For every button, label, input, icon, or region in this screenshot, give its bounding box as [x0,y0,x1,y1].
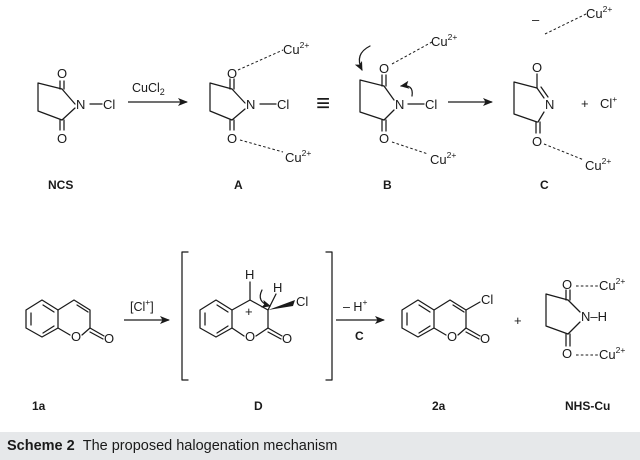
reagent-cl-plus: [Cl+] [130,297,154,314]
atom-o: O [71,329,81,344]
product-2a-structure: Cl O O [401,292,493,346]
atom-o: O [532,60,542,75]
reaction-scheme: O O N Cl NCS CuCl2 O O N Cl Cu2+ Cu2+ A … [25,4,625,413]
compound-b-structure: O O N Cl Cu2+ Cu2+ [354,32,457,167]
copper-ion: Cu2+ [430,150,456,167]
label-a: A [234,178,243,192]
nhs-cu-structure: O O N–H Cu2+ Cu2+ [545,276,625,362]
atom-n: N [395,97,404,112]
plus-sign: + [514,313,522,328]
atom-o: O [104,331,114,346]
atom-o: O [57,131,67,146]
label-ncs: NCS [48,178,73,192]
atom-cl: Cl [481,292,493,307]
atom-cl: Cl [103,97,115,112]
bracket-left [181,251,189,381]
carbocation-charge: + [245,304,253,319]
atom-o: O [447,329,457,344]
atom-o: O [282,331,292,346]
intermediate-d-structure: H H Cl + O O [199,267,308,346]
caption-text: The proposed halogenation mechanism [82,438,338,454]
compound-c-structure: O – N O Cu2+ Cu2+ [513,4,612,173]
atom-cl: Cl [425,97,437,112]
reagent-c: C [355,329,364,343]
atom-o: O [532,134,542,149]
reagent-minus-h: – H+ [343,297,367,314]
atom-o: O [562,277,572,292]
atom-o: O [57,66,67,81]
label-b: B [383,178,392,192]
atom-o: O [379,131,389,146]
caption-label: Scheme 2 [7,438,75,454]
chloronium-ion: Cl+ [600,94,617,111]
negative-charge: – [532,12,540,27]
atom-o: O [379,61,389,76]
reagent-cucl2: CuCl2 [132,81,165,97]
electron-arrow [400,80,413,97]
atom-h: H [245,267,254,282]
label-nhs-cu: NHS-Cu [565,399,610,413]
atom-n: N [246,97,255,112]
atom-o: O [245,329,255,344]
label-1a: 1a [32,399,46,413]
atom-cl: Cl [277,97,289,112]
compound-a-structure: O O N Cl Cu2+ Cu2+ [209,40,311,165]
copper-ion: Cu2+ [586,4,612,21]
atom-n: N [545,97,554,112]
atom-o: O [227,66,237,81]
atom-nh: N–H [581,309,607,324]
coumarin-structure: O O [25,299,114,346]
electron-arrow [354,45,371,71]
atom-cl: Cl [296,294,308,309]
copper-ion: Cu2+ [283,40,309,57]
equivalent-symbol: ≡ [316,90,330,117]
label-c: C [540,178,549,192]
label-2a: 2a [432,399,446,413]
atom-o: O [480,331,490,346]
atom-n: N [76,97,85,112]
atom-o: O [562,346,572,361]
wedge-bond [268,300,295,310]
plus-sign: + [581,96,589,111]
bracket-right [325,251,333,381]
copper-ion: Cu2+ [431,32,457,49]
scheme-caption: Scheme 2 The proposed halogenation mechan… [0,432,640,460]
copper-ion: Cu2+ [285,148,311,165]
electron-arrow [259,289,271,308]
atom-h: H [273,280,282,295]
atom-o: O [227,131,237,146]
label-d: D [254,399,263,413]
copper-ion: Cu2+ [585,156,611,173]
copper-ion: Cu2+ [599,276,625,293]
ncs-structure: O O N Cl [37,66,115,146]
copper-ion: Cu2+ [599,345,625,362]
